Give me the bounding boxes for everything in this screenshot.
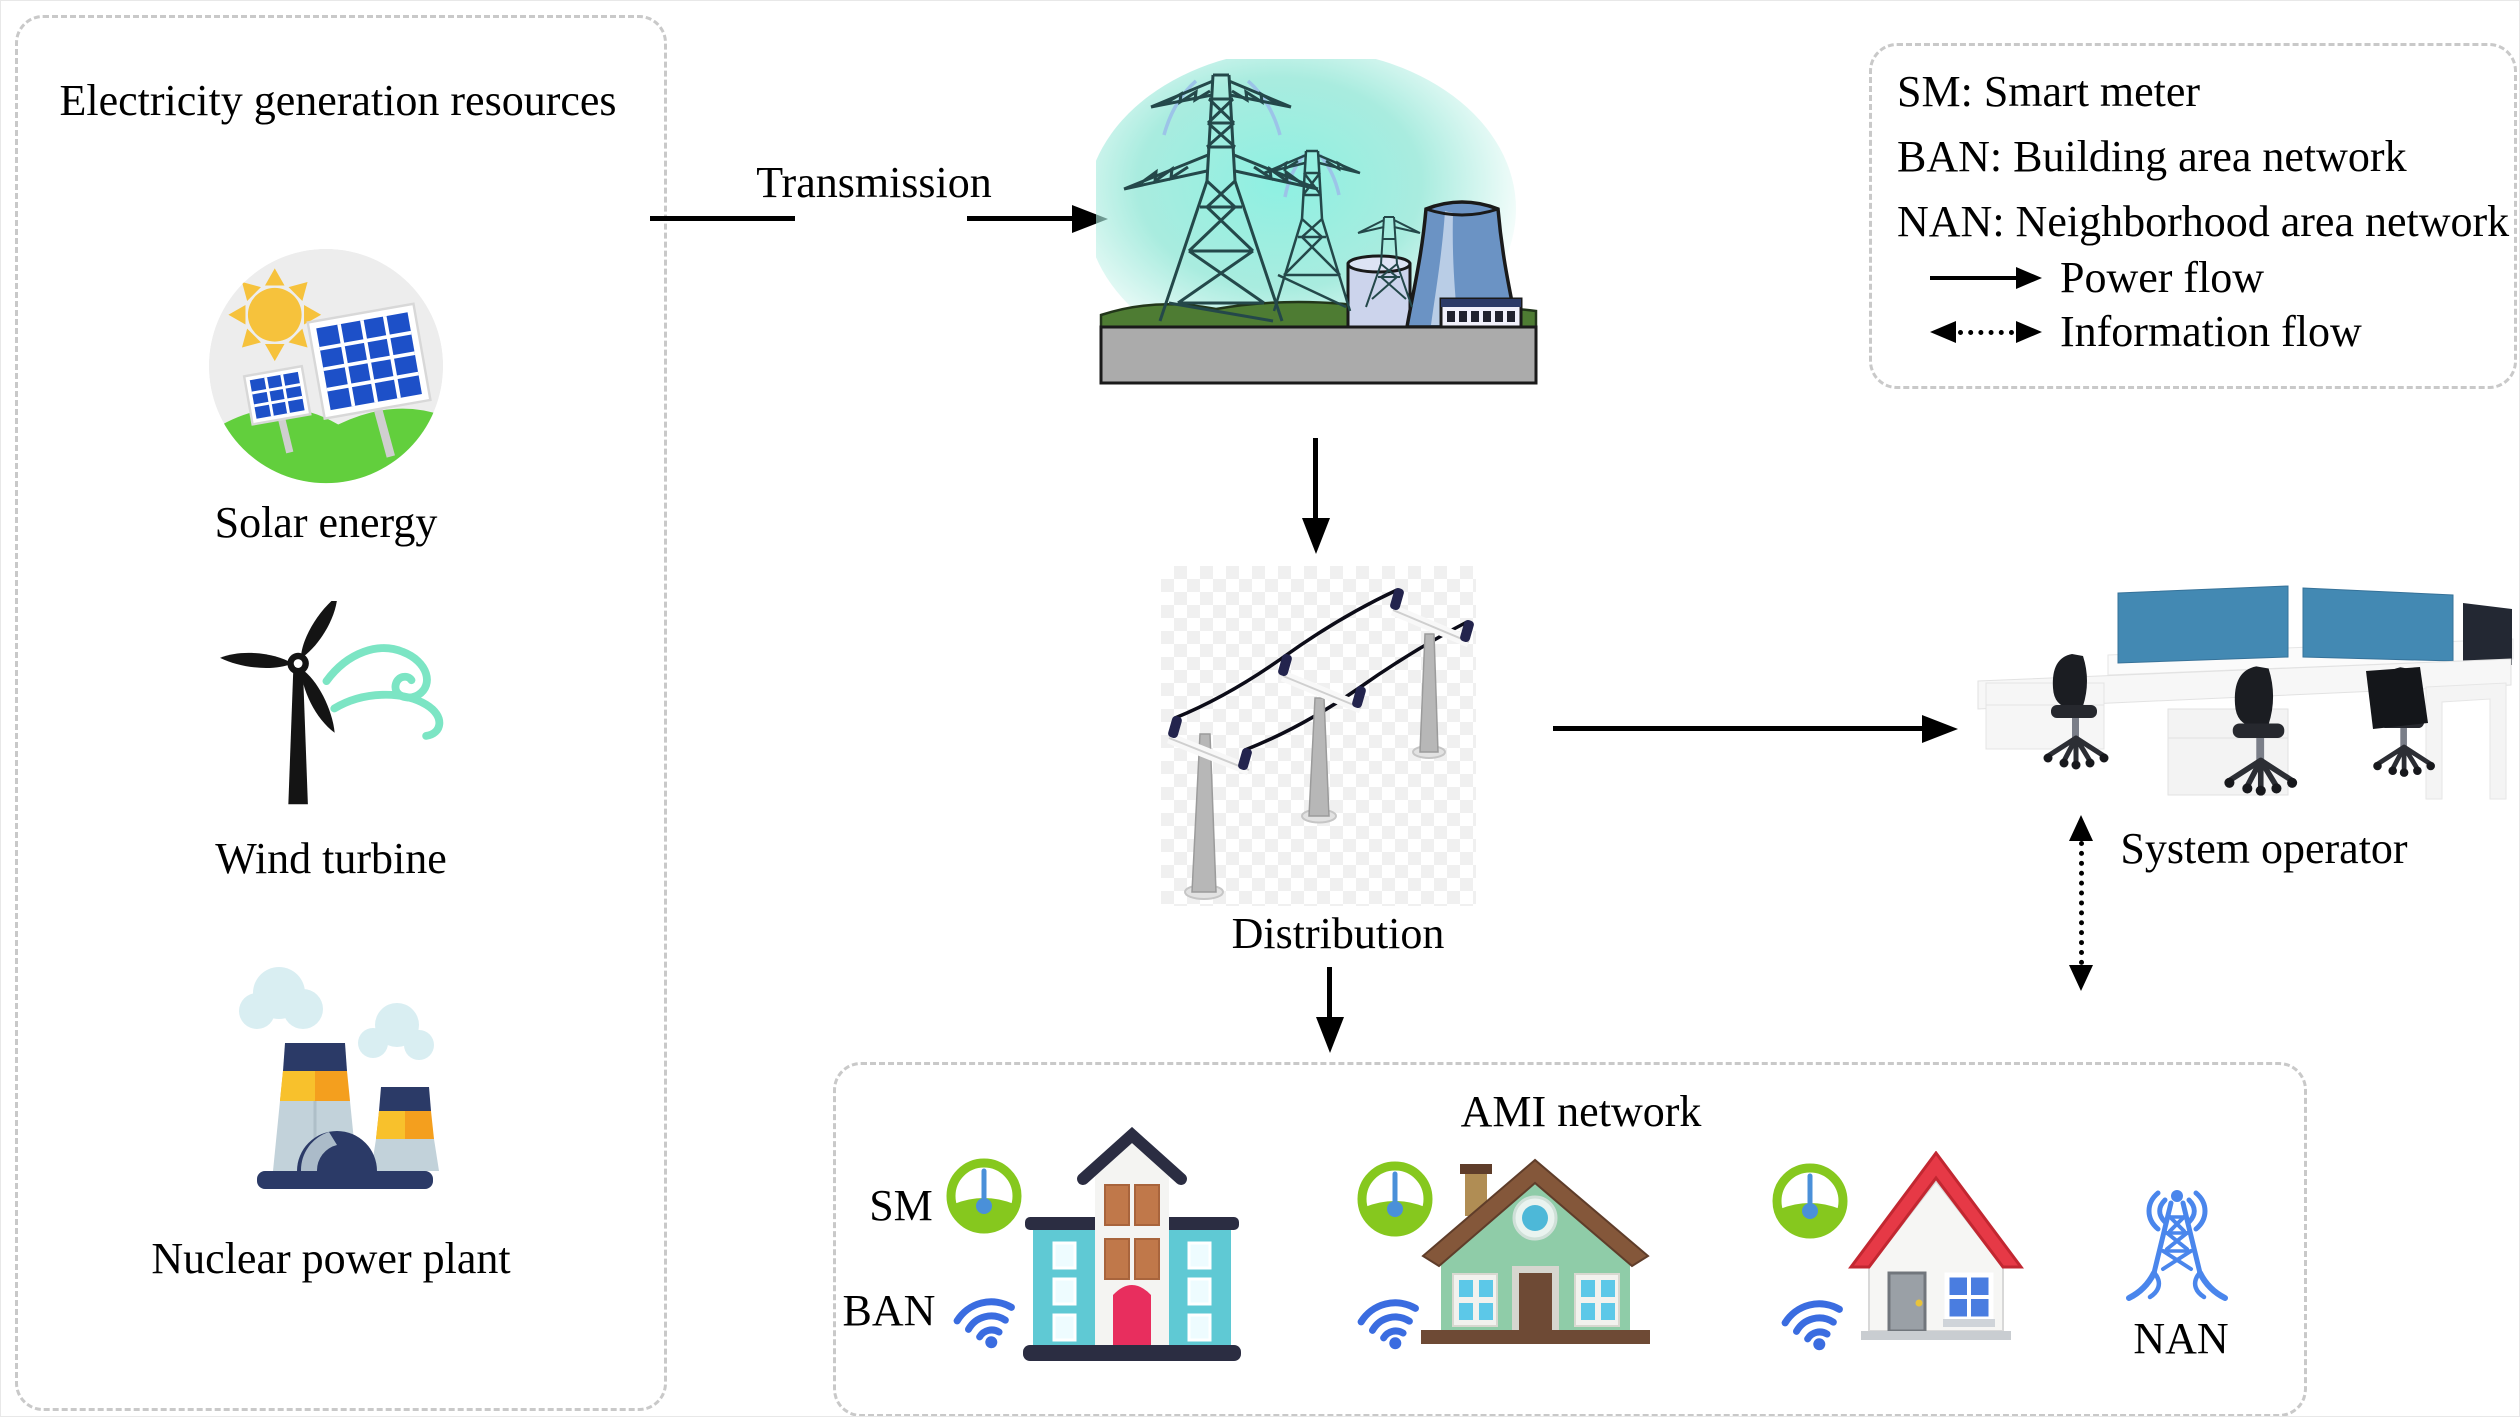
smart-meter-icon: [1353, 1157, 1437, 1241]
ban-label: BAN: [842, 1285, 936, 1335]
wifi-icon: [1353, 1285, 1425, 1351]
arrowhead-right-icon: [2016, 267, 2042, 289]
transmission-label: Transmission: [756, 157, 992, 207]
system-operator-label: System operator: [2120, 823, 2408, 873]
power-arrow-to-operator: [1553, 726, 1922, 731]
smart-meter-icon: [1768, 1159, 1852, 1243]
green-house-icon: [1413, 1156, 1658, 1348]
wifi-icon: [1777, 1286, 1849, 1352]
legend-information-flow-arrow: [1958, 330, 2014, 335]
panel-title: Electricity generation resources: [59, 75, 617, 125]
power-arrow-to-distribution: [1313, 438, 1318, 518]
solar-energy-label: Solar energy: [214, 497, 438, 547]
wind-turbine-icon: [206, 601, 486, 816]
smart-meter-icon: [942, 1154, 1026, 1238]
distribution-label: Distribution: [1231, 908, 1445, 958]
arrowhead-down-icon: [2069, 965, 2093, 991]
power-arrow-to-transmission: [967, 216, 1072, 221]
arrowhead-right-icon: [1922, 715, 1958, 743]
legend-sm-definition: SM: Smart meter: [1897, 66, 2201, 116]
arrowhead-down-icon: [1316, 1017, 1344, 1053]
arrowhead-left-icon: [1930, 321, 1956, 343]
legend-power-flow-arrow: [1930, 276, 2016, 280]
system-operator-desks-image: [1958, 563, 2518, 813]
nuclear-power-plant-label: Nuclear power plant: [151, 1233, 511, 1283]
power-arrow-generation-segment: [650, 216, 795, 221]
arrowhead-up-icon: [2069, 815, 2093, 841]
wind-turbine-label: Wind turbine: [215, 833, 447, 883]
transmission-towers-image: [1096, 59, 1546, 389]
red-roof-house-icon: [1831, 1151, 2041, 1347]
solar-energy-icon: [204, 244, 448, 488]
apartment-building-icon: [1021, 1127, 1243, 1365]
arrowhead-down-icon: [1302, 518, 1330, 554]
nan-label: NAN: [2133, 1313, 2229, 1363]
power-arrow-to-ami: [1327, 967, 1332, 1017]
sm-label: SM: [869, 1180, 933, 1230]
arrowhead-right-icon: [2016, 321, 2042, 343]
legend-information-flow-label: Information flow: [2060, 306, 2362, 356]
nuclear-power-plant-icon: [201, 959, 461, 1229]
legend-ban-definition: BAN: Building area network: [1897, 131, 2407, 181]
legend-nan-definition: NAN: Neighborhood area network: [1897, 196, 2510, 246]
nan-antenna-tower-icon: [2122, 1181, 2232, 1305]
legend-power-flow-label: Power flow: [2060, 252, 2265, 302]
wifi-icon: [949, 1284, 1021, 1350]
information-arrow-operator-ami: [2079, 841, 2084, 965]
ami-network-title: AMI network: [1460, 1086, 1702, 1136]
distribution-poles-image: [1161, 566, 1476, 906]
